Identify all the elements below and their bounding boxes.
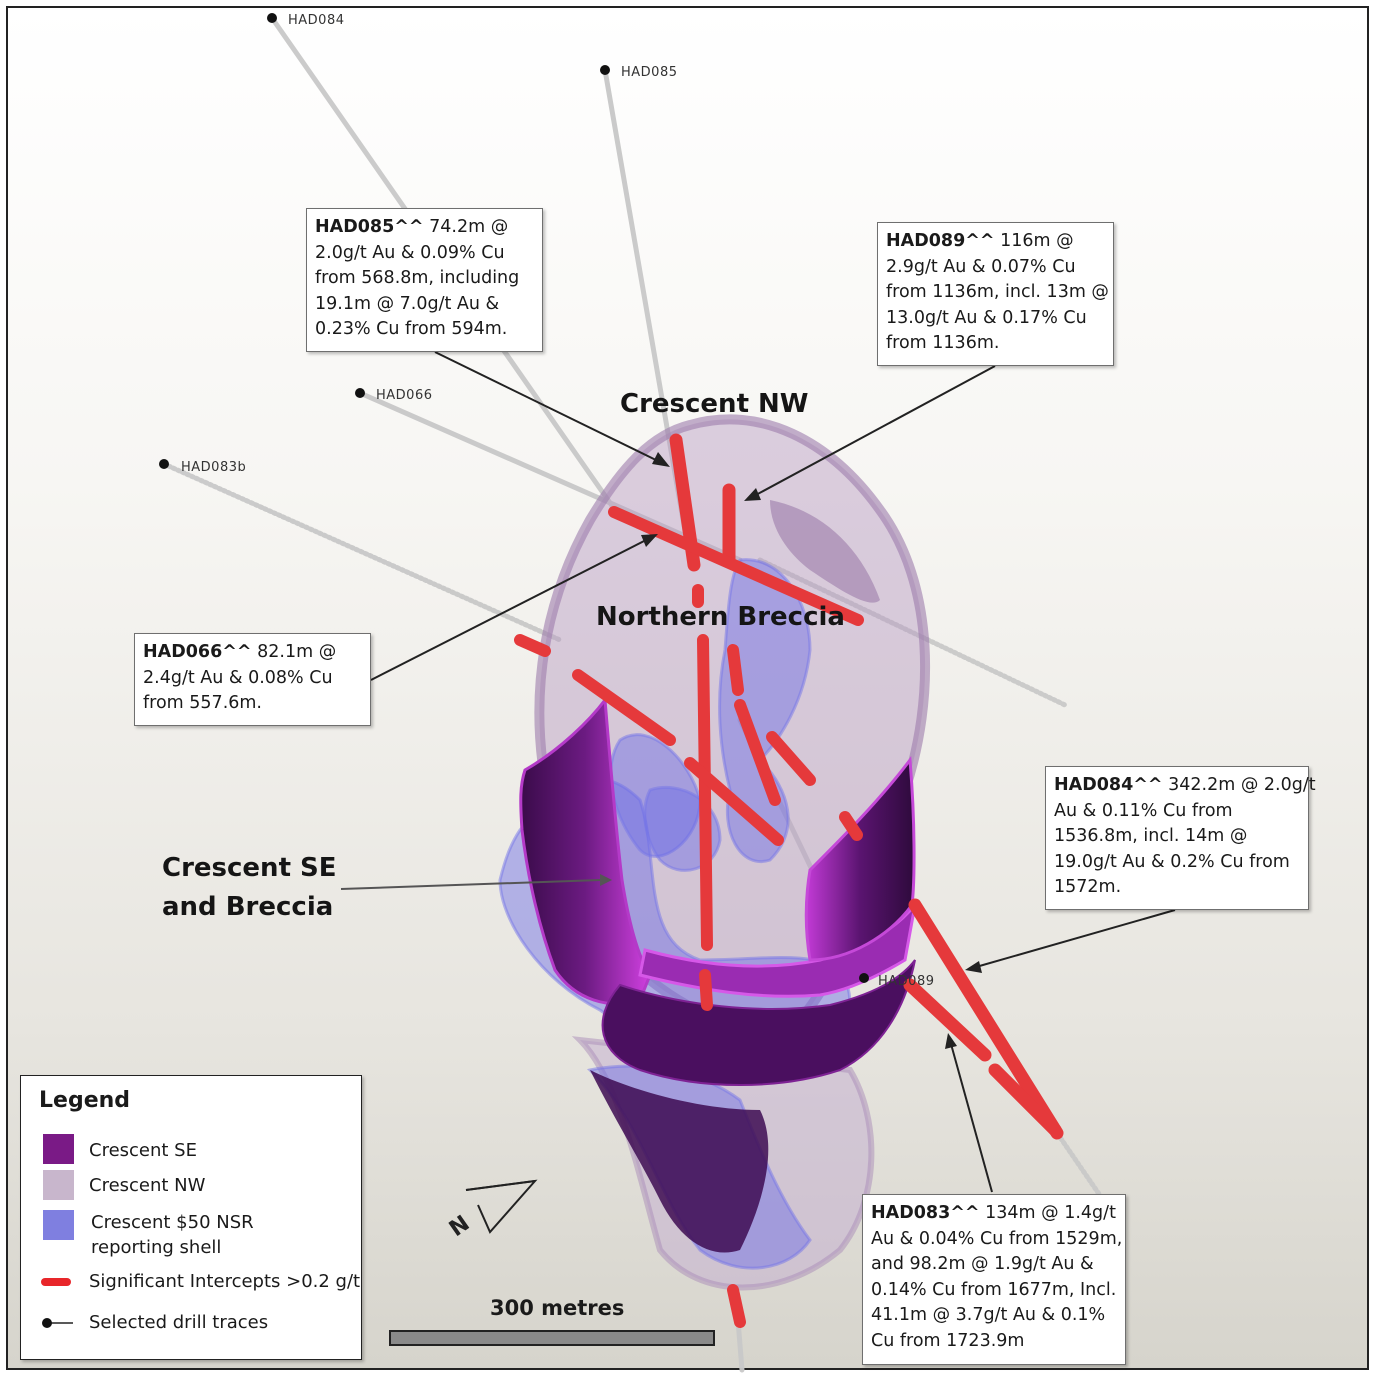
- hole-label-had083b: HAD083b: [181, 460, 246, 475]
- callout-had083-line-1: 134m @ 1.4g/t: [985, 1203, 1116, 1223]
- callout-had084-line-4: 19.0g/t Au & 0.2% Cu from: [1054, 850, 1300, 876]
- legend-label-crescent-nw: Crescent NW: [89, 1173, 205, 1199]
- callout-had084-line-3: 1536.8m, incl. 14m @: [1054, 824, 1300, 850]
- collar-had084: [267, 13, 277, 23]
- hole-label-had066: HAD066: [376, 388, 433, 403]
- callout-had083-hole: HAD083^^: [871, 1203, 980, 1223]
- callout-had083-line-5: 41.1m @ 3.7g/t Au & 0.1%: [871, 1303, 1117, 1329]
- legend-swatch-crescent-nw: [43, 1170, 74, 1200]
- callout-had084: HAD084^^ 342.2m @ 2.0g/t Au & 0.11% Cu f…: [1045, 766, 1309, 910]
- callout-had085-line-1: 74.2m @: [429, 217, 508, 237]
- callout-had085-hole: HAD085^^: [315, 217, 424, 237]
- legend-item-crescent-se: Crescent SE: [21, 1134, 361, 1168]
- legend-label-intercepts: Significant Intercepts >0.2 g/t: [89, 1269, 360, 1295]
- legend-item-drill-traces: Selected drill traces: [21, 1309, 361, 1339]
- collar-had066: [355, 388, 365, 398]
- zone-label-northern-breccia: Northern Breccia: [596, 598, 845, 636]
- callout-had083-line-6: Cu from 1723.9m: [871, 1329, 1117, 1355]
- callout-had089-line-3: from 1136m, incl. 13m @: [886, 280, 1105, 306]
- callout-had084-line-1: 342.2m @ 2.0g/t: [1168, 775, 1315, 795]
- callout-had083-line-4: 0.14% Cu from 1677m, Incl.: [871, 1278, 1117, 1304]
- collar-had083b: [159, 459, 169, 469]
- callout-had066: HAD066^^ 82.1m @ 2.4g/t Au & 0.08% Cu fr…: [134, 633, 371, 726]
- callout-had084-hole: HAD084^^: [1054, 775, 1163, 795]
- legend-label-crescent-se: Crescent SE: [89, 1138, 197, 1164]
- callout-had089-line-1: 116m @: [1000, 231, 1074, 251]
- collar-had089: [859, 973, 869, 983]
- intercept-bottom-1: [705, 975, 707, 1005]
- scale-bar-label: 300 metres: [490, 1296, 624, 1320]
- intercept-central: [703, 640, 707, 945]
- callout-had089-line-4: 13.0g/t Au & 0.17% Cu: [886, 306, 1105, 332]
- legend-label-nsr-shell-line2: reporting shell: [91, 1235, 221, 1261]
- hole-label-had085: HAD085: [621, 65, 678, 80]
- legend-item-intercepts: Significant Intercepts >0.2 g/t: [21, 1268, 361, 1298]
- legend-title: Legend: [39, 1088, 130, 1113]
- intercept-bottom-2: [733, 1290, 740, 1322]
- legend: Legend Crescent SE Crescent NW Crescent …: [20, 1075, 362, 1360]
- callout-had085-line-2: 2.0g/t Au & 0.09% Cu: [315, 241, 534, 267]
- callout-had066-line-3: from 557.6m.: [143, 691, 362, 717]
- scale-bar: [389, 1330, 715, 1346]
- legend-label-nsr-shell-line1: Crescent $50 NSR: [91, 1210, 254, 1236]
- callout-had083: HAD083^^ 134m @ 1.4g/t Au & 0.04% Cu fro…: [862, 1194, 1126, 1365]
- callout-had084-line-5: 1572m.: [1054, 875, 1300, 901]
- callout-had084-line-2: Au & 0.11% Cu from: [1054, 799, 1300, 825]
- callout-had085-line-5: 0.23% Cu from 594m.: [315, 317, 534, 343]
- zone-label-crescent-nw: Crescent NW: [620, 385, 809, 423]
- callout-had083-line-2: Au & 0.04% Cu from 1529m,: [871, 1227, 1117, 1253]
- zone-label-crescent-se-line2: and Breccia: [162, 888, 333, 926]
- callout-had085-line-3: from 568.8m, including: [315, 266, 534, 292]
- callout-had089-line-5: from 1136m.: [886, 331, 1105, 357]
- legend-item-nsr-shell: Crescent $50 NSR reporting shell: [21, 1210, 361, 1266]
- callout-had089-line-2: 2.9g/t Au & 0.07% Cu: [886, 255, 1105, 281]
- intercept-had089-2: [733, 650, 738, 690]
- callout-had066-hole: HAD066^^: [143, 642, 252, 662]
- zone-label-crescent-se-line1: Crescent SE: [162, 849, 337, 887]
- hole-label-had084: HAD084: [288, 13, 345, 28]
- callout-had089-hole: HAD089^^: [886, 231, 995, 251]
- legend-swatch-drill-traces: [39, 1315, 75, 1331]
- callout-had085-line-4: 19.1m @ 7.0g/t Au &: [315, 292, 534, 318]
- callout-had089: HAD089^^ 116m @ 2.9g/t Au & 0.07% Cu fro…: [877, 222, 1114, 366]
- legend-item-crescent-nw: Crescent NW: [21, 1170, 361, 1204]
- hole-label-had089: HAD089: [878, 974, 935, 989]
- callout-had066-line-2: 2.4g/t Au & 0.08% Cu: [143, 666, 362, 692]
- legend-label-drill-traces: Selected drill traces: [89, 1310, 268, 1336]
- legend-swatch-crescent-se: [43, 1134, 74, 1164]
- legend-swatch-intercepts: [41, 1278, 71, 1286]
- legend-swatch-nsr-shell: [43, 1210, 74, 1240]
- callout-had085: HAD085^^ 74.2m @ 2.0g/t Au & 0.09% Cu fr…: [306, 208, 543, 352]
- callout-had066-line-1: 82.1m @: [257, 642, 336, 662]
- callout-had083-line-3: and 98.2m @ 1.9g/t Au &: [871, 1252, 1117, 1278]
- collar-had085: [600, 65, 610, 75]
